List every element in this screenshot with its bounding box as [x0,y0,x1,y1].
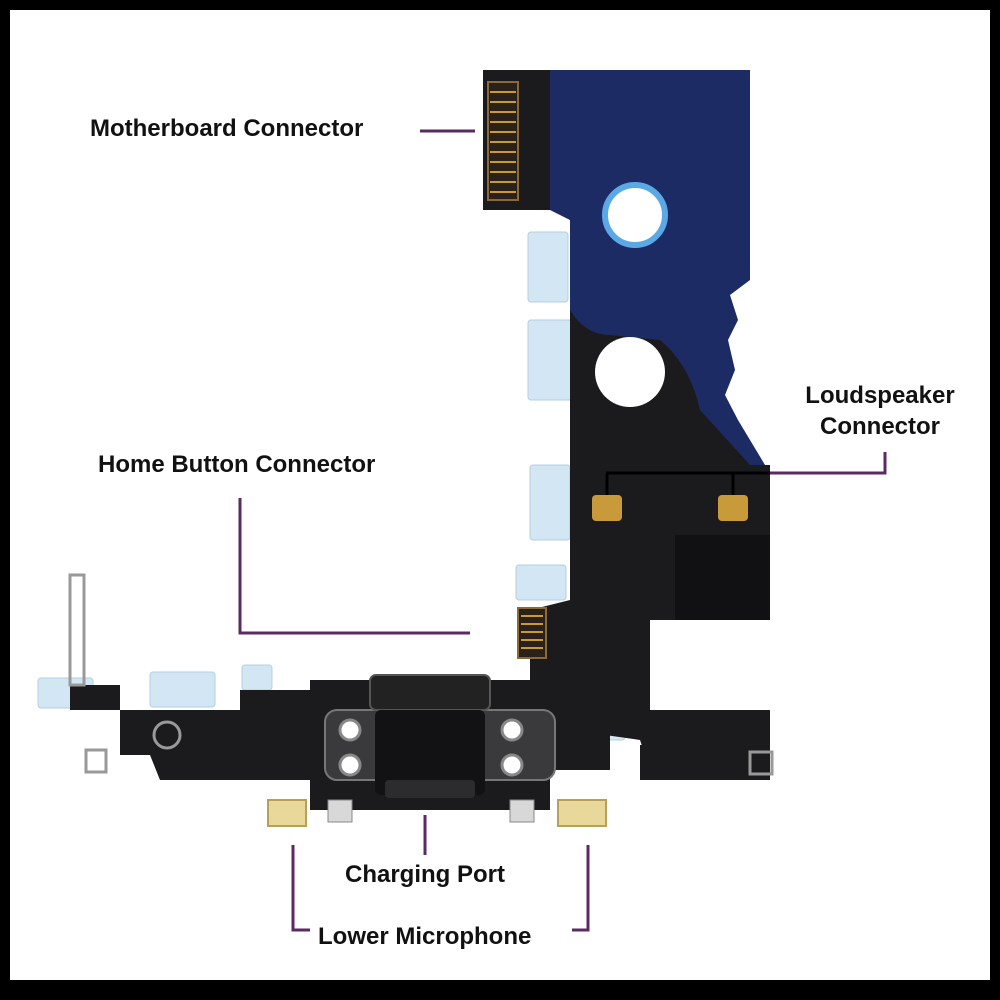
label-charging-port: Charging Port [345,861,505,888]
label-loudspeaker-line1: Loudspeaker [805,382,955,409]
leader-lines [238,129,887,932]
charging-port [324,674,556,798]
diagram-canvas: Motherboard Connector Home Button Connec… [10,10,990,980]
loudspeaker-contacts [592,495,748,521]
mounting-rings [68,573,774,776]
label-home-button-connector: Home Button Connector [98,451,376,478]
label-loudspeaker-connector: Loudspeaker Connector [790,380,970,442]
label-motherboard-connector: Motherboard Connector [90,115,364,142]
home-button-connector [517,607,547,659]
loudspeaker-bracket [605,471,770,495]
flex-cable-illustration [37,70,887,932]
motherboard-connector [487,81,519,201]
lower-microphones [267,799,607,827]
label-loudspeaker-line2: Connector [820,413,940,440]
label-lower-microphone: Lower Microphone [318,923,532,950]
